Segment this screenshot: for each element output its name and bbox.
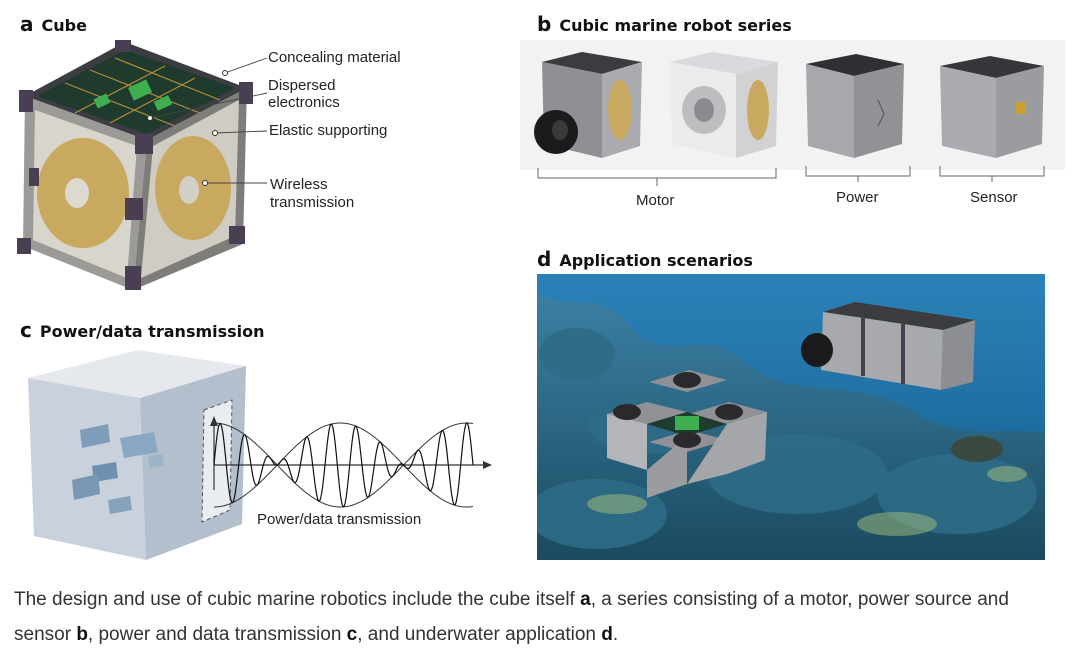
series-label-sensor: Sensor [970, 189, 1018, 206]
power-cube [806, 54, 904, 158]
embedded-electronics [72, 424, 164, 514]
label-elastic-supporting: Elastic supporting [269, 122, 388, 139]
leader-dot [222, 70, 228, 76]
group-brackets [537, 166, 1045, 186]
figure-caption: The design and use of cubic marine robot… [14, 589, 1009, 645]
thruster-icon [673, 432, 701, 448]
coil-center [65, 178, 89, 208]
sensor-cube [940, 56, 1044, 158]
axis-arrow-icon [483, 461, 492, 469]
electronics-chip [675, 416, 699, 430]
label-dispersed: Dispersed [268, 77, 336, 94]
transmission-window [201, 399, 233, 523]
wave-label: Power/data transmission [257, 511, 422, 528]
coral-highlights [587, 466, 1027, 536]
motor-cube-2 [670, 52, 778, 158]
fish-icon [951, 436, 1003, 462]
panel-a-letter: a [20, 12, 34, 36]
panel-d-letter: d [537, 247, 552, 271]
elastic-supporting-corners [17, 40, 253, 290]
carrier-wave [213, 422, 474, 508]
electronics-chip [127, 79, 153, 101]
block-top-face [28, 350, 246, 398]
motor-cube-1 [534, 52, 642, 158]
cube-illustration [17, 40, 268, 290]
sensor-chip-icon [1016, 102, 1026, 114]
transmission-illustration [28, 350, 492, 560]
panel-c-letter: c [20, 318, 32, 342]
leader-lines [149, 57, 268, 184]
linear-robot [801, 302, 975, 390]
propeller-icon [801, 333, 833, 367]
robot-series-illustration [520, 40, 1065, 186]
label-concealing-material: Concealing material [268, 49, 401, 66]
propeller-icon [694, 98, 714, 122]
coil-center [179, 176, 199, 204]
thruster-icon [613, 404, 641, 420]
cross-robot [607, 370, 767, 498]
label-wireless: Wireless [270, 176, 328, 193]
leader-dot [212, 130, 218, 136]
leader-dot [202, 180, 208, 186]
label-electronics: electronics [268, 94, 340, 111]
label-transmission: transmission [270, 194, 355, 211]
panel-b-letter: b [537, 12, 552, 36]
underwater-scene [537, 274, 1045, 560]
thruster-icon [715, 404, 743, 420]
series-label-power: Power [836, 189, 879, 206]
thruster-icon [673, 372, 701, 388]
electronics-chip [153, 95, 173, 111]
leader-dot [147, 115, 153, 121]
electronics-chip [93, 93, 111, 109]
block-front-face [28, 378, 146, 560]
series-label-motor: Motor [636, 192, 675, 209]
